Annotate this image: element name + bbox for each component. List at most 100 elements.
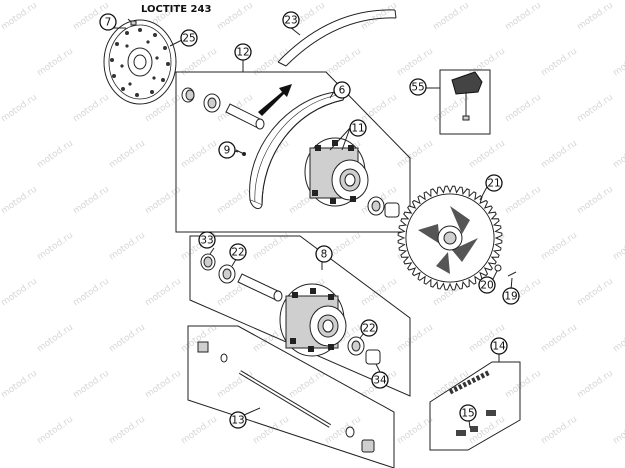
watermark-text: motod.ru: [431, 1, 471, 33]
watermark-text: motod.ru: [503, 1, 543, 33]
watermark-text: motod.ru: [35, 231, 75, 263]
callout-number: 11: [351, 123, 364, 135]
callout-c20: 20: [478, 276, 496, 294]
callout-number: 6: [339, 85, 346, 97]
direction-arrow: [258, 84, 292, 116]
chain-links: [456, 410, 496, 436]
callout-number: 55: [411, 82, 424, 94]
spacer-right: [384, 202, 400, 218]
callout-number: 8: [321, 249, 328, 261]
callout-c33: 33: [198, 231, 216, 249]
watermark-text: motod.ru: [503, 369, 543, 401]
watermark-text: motod.ru: [179, 139, 219, 171]
watermark-text: motod.ru: [575, 93, 615, 125]
watermark-text: motod.ru: [71, 277, 111, 309]
watermark-text: motod.ru: [107, 323, 147, 355]
watermark-text: motod.ru: [0, 93, 39, 125]
watermark-text: motod.ru: [359, 1, 399, 33]
watermark-text: motod.ru: [179, 47, 219, 79]
loctite-label: LOCTITE 243: [141, 4, 211, 15]
lower-hub: [279, 283, 347, 357]
sprocket-nut: [494, 264, 502, 272]
watermark-text: motod.ru: [467, 139, 507, 171]
callout-number: 7: [105, 17, 112, 29]
callout-c8: 8: [315, 245, 333, 263]
watermark-text: motod.ru: [251, 47, 291, 79]
callout-c7: 7: [99, 13, 117, 31]
disc-bolt: [130, 20, 137, 26]
watermark-text: motod.ru: [71, 185, 111, 217]
watermark-text: motod.ru: [0, 369, 39, 401]
watermark-text: motod.ru: [35, 139, 75, 171]
watermark-text: motod.ru: [71, 93, 111, 125]
watermark-text: motod.ru: [611, 231, 625, 263]
callout-number: 22: [362, 323, 375, 335]
watermark-text: motod.ru: [35, 47, 75, 79]
callout-number: 21: [487, 178, 500, 190]
watermark-text: motod.ru: [0, 185, 39, 217]
watermark-text: motod.ru: [395, 323, 435, 355]
watermark-text: motod.ru: [215, 369, 255, 401]
callout-number: 19: [504, 291, 517, 303]
callout-number: 14: [492, 341, 506, 353]
watermark-layer: motod.ru motod.ru motod.ru motod.ru motod.ru…: [0, 1, 625, 447]
callout-c13: 13: [229, 411, 247, 429]
callout-number: 15: [461, 408, 474, 420]
rear-sprocket: [397, 185, 503, 291]
watermark-text: motod.ru: [359, 277, 399, 309]
watermark-text: motod.ru: [539, 231, 579, 263]
watermark-text: motod.ru: [35, 415, 75, 447]
adjuster-box: [439, 69, 491, 135]
watermark-text: motod.ru: [575, 369, 615, 401]
watermark-text: motod.ru: [215, 1, 255, 33]
watermark-text: motod.ru: [251, 231, 291, 263]
callout-c6: 6: [333, 81, 351, 99]
watermark-text: motod.ru: [0, 277, 39, 309]
axle-box: [187, 325, 395, 468]
watermark-text: motod.ru: [611, 139, 625, 171]
watermark-text: motod.ru: [179, 415, 219, 447]
watermark-text: motod.ru: [395, 47, 435, 79]
sprocket-bolt: [507, 271, 517, 277]
callout-c34: 34: [371, 371, 389, 389]
watermark-text: motod.ru: [503, 185, 543, 217]
callout-c12: 12: [234, 43, 252, 61]
callout-number: 33: [200, 235, 213, 247]
brake-disc: [103, 19, 177, 105]
watermark-text: motod.ru: [503, 93, 543, 125]
callout-number: 22: [231, 247, 244, 259]
callout-number: 13: [231, 415, 244, 427]
watermark-text: motod.ru: [539, 47, 579, 79]
callout-number: 23: [284, 15, 297, 27]
watermark-text: motod.ru: [575, 185, 615, 217]
watermark-text: motod.ru: [71, 369, 111, 401]
watermark-text: motod.ru: [35, 323, 75, 355]
callout-c15: 15: [459, 404, 477, 422]
watermark-text: motod.ru: [107, 139, 147, 171]
callout-c55: 55: [409, 78, 427, 96]
watermark-text: motod.ru: [323, 415, 363, 447]
watermark-text: motod.ru: [143, 369, 183, 401]
watermark-text: motod.ru: [143, 185, 183, 217]
watermark-text: motod.ru: [611, 47, 625, 79]
watermark-text: motod.ru: [575, 277, 615, 309]
watermark-text: motod.ru: [107, 415, 147, 447]
callout-number: 20: [480, 280, 493, 292]
callout-c22a: 22: [229, 243, 247, 261]
callout-c22b: 22: [360, 319, 378, 337]
watermark-text: motod.ru: [395, 139, 435, 171]
callout-c14: 14: [490, 337, 508, 355]
chain: [448, 369, 492, 395]
watermark-text: motod.ru: [395, 415, 435, 447]
callout-c25: 25: [180, 29, 198, 47]
callout-c9: 9: [218, 141, 236, 159]
callout-number: 9: [224, 145, 231, 157]
hub-assembly-box: [189, 235, 411, 397]
axle-nut-left: [197, 341, 209, 353]
chain-box: [429, 361, 521, 451]
callout-number: 25: [182, 33, 195, 45]
watermark-text: motod.ru: [287, 369, 327, 401]
axle-nut-right: [361, 439, 375, 453]
